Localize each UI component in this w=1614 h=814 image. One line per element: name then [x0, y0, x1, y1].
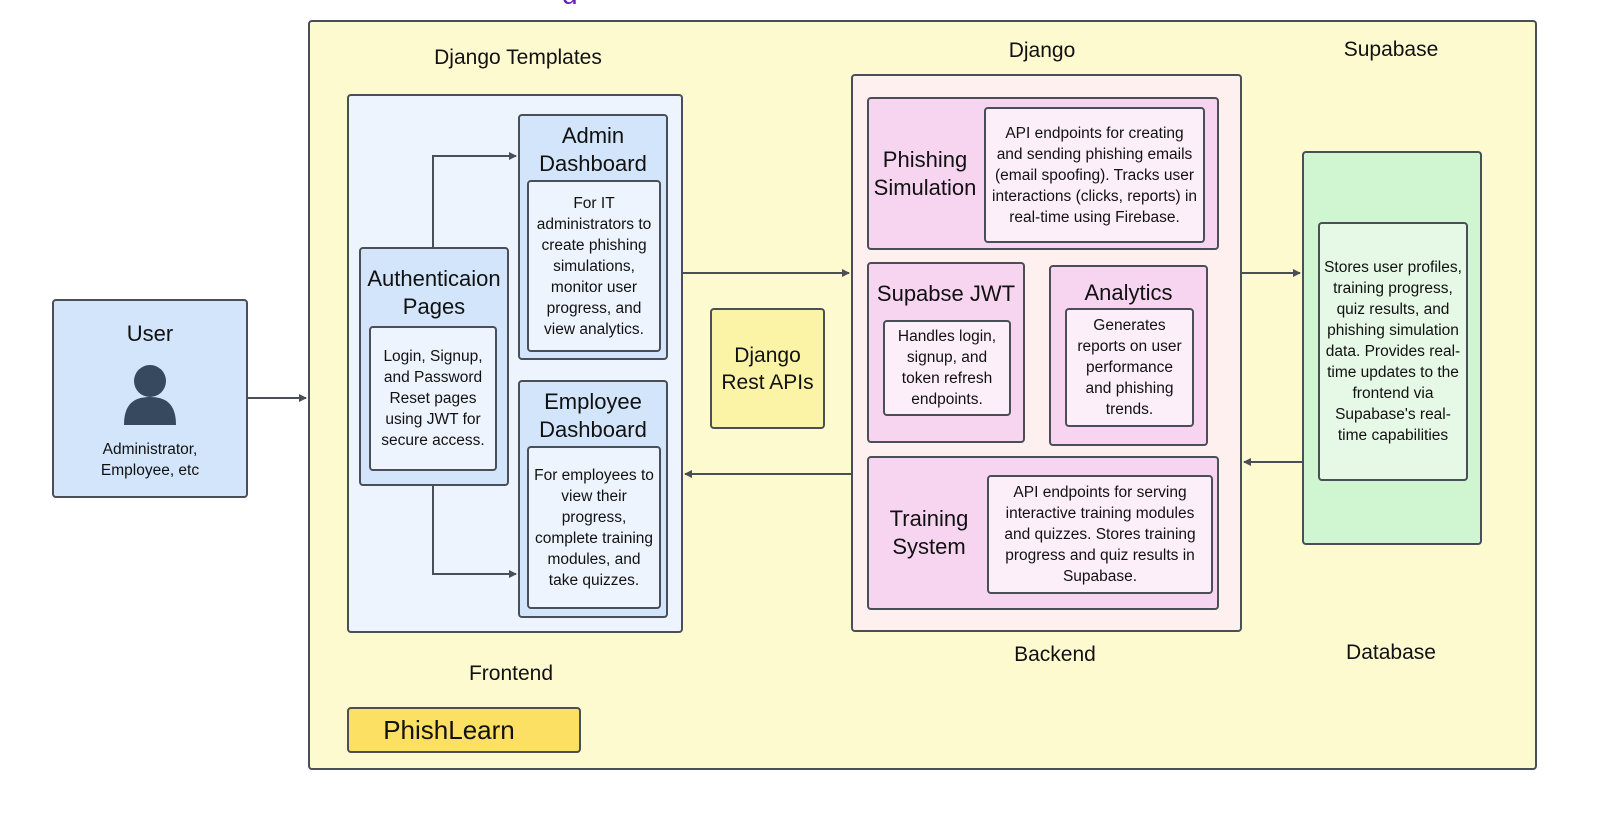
phishing-simulation-title: Phishing Simulation [873, 146, 977, 200]
auth-pages-title: Authenticaion Pages [367, 266, 501, 319]
supabase-database-description: Stores user profiles, training progress,… [1318, 222, 1468, 481]
phishing-simulation-description: API endpoints for creating and sending p… [984, 107, 1205, 243]
frontend-footer: Frontend [468, 662, 554, 685]
diagram-title-partial: g [562, 0, 582, 4]
auth-pages-description: Login, Signup, and Password Reset pages … [369, 326, 497, 471]
database-header: Supabase [1343, 38, 1439, 61]
employee-dashboard-title: Employee Dashboard [539, 389, 647, 442]
employee-dashboard-description: For employees to view their progress, co… [527, 446, 661, 609]
employee-dashboard-card: Employee Dashboard For employees to view… [518, 380, 668, 618]
user-subtitle: Administrator, Employee, etc [100, 441, 200, 479]
user-title: User [126, 321, 174, 346]
analytics-title: Analytics [1084, 280, 1173, 305]
admin-dashboard-description: For IT administrators to create phishing… [527, 180, 661, 352]
person-icon [121, 361, 179, 429]
supabase-jwt-title: Supabse JWT [876, 281, 1016, 306]
supabase-jwt-description: Handles login, signup, and token refresh… [883, 320, 1011, 416]
auth-pages-card: Authenticaion Pages Login, Signup, and P… [359, 247, 509, 486]
django-rest-apis-box: Django Rest APIs [710, 308, 825, 429]
training-system-card: Training System API endpoints for servin… [867, 456, 1219, 610]
training-system-description: API endpoints for serving interactive tr… [987, 475, 1213, 594]
admin-dashboard-card: Admin Dashboard For IT administrators to… [518, 114, 668, 360]
backend-header: Django [1008, 39, 1076, 62]
admin-dashboard-title: Admin Dashboard [539, 123, 647, 176]
user-card: User Administrator, Employee, etc [52, 299, 248, 498]
supabase-jwt-card: Supabse JWT Handles login, signup, and t… [867, 262, 1025, 443]
analytics-description: Generates reports on user performance an… [1065, 308, 1194, 427]
training-system-title: Training System [889, 506, 969, 559]
backend-footer: Backend [1014, 643, 1096, 666]
phishing-simulation-card: Phishing Simulation API endpoints for cr… [867, 97, 1219, 250]
frontend-header: Django Templates [434, 46, 602, 69]
supabase-database-card: Stores user profiles, training progress,… [1302, 151, 1482, 545]
phishlearn-badge: PhishLearn [347, 707, 581, 753]
analytics-card: Analytics Generates reports on user perf… [1049, 265, 1208, 446]
database-footer: Database [1346, 641, 1436, 664]
